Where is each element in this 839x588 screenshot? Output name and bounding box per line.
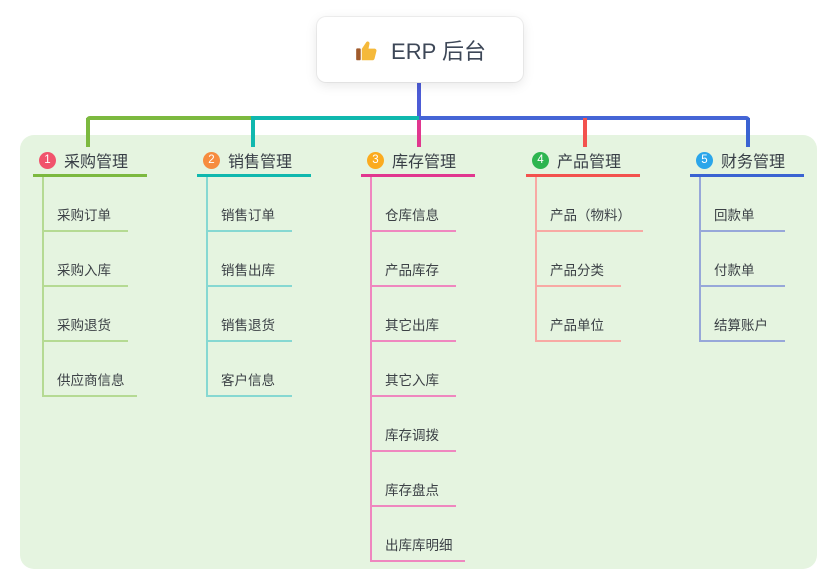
branch-node-inventory[interactable]: 3 库存管理 <box>361 146 475 177</box>
branch-node-purchase[interactable]: 1 采购管理 <box>33 146 147 177</box>
branch-purchase: 1 采购管理 采购订单 采购入库 采购退货 供应商信息 <box>33 146 147 397</box>
child-label: 采购入库 <box>57 263 111 278</box>
child-node[interactable]: 销售出库 <box>208 232 292 287</box>
child-label: 销售退货 <box>221 318 275 333</box>
connector-drop-branch4 <box>583 118 587 147</box>
child-node[interactable]: 销售订单 <box>208 177 292 232</box>
connector-bus-left-inner <box>251 116 419 120</box>
branch-product: 4 产品管理 产品（物料） 产品分类 产品单位 <box>526 146 643 342</box>
child-label: 其它出库 <box>385 318 439 333</box>
branch-node-sales[interactable]: 2 销售管理 <box>197 146 311 177</box>
child-node[interactable]: 采购入库 <box>44 232 128 287</box>
branch-inventory: 3 库存管理 仓库信息 产品库存 其它出库 其它入库 库存调拨 库存盘点 出库库… <box>361 146 475 562</box>
child-label: 库存调拨 <box>385 428 439 443</box>
child-node[interactable]: 付款单 <box>701 232 785 287</box>
branch-children: 销售订单 销售出库 销售退货 客户信息 <box>206 177 292 397</box>
branch-number-badge: 5 <box>696 151 713 169</box>
child-label: 付款单 <box>714 263 755 278</box>
connector-bus-left-outer <box>86 116 255 120</box>
root-node[interactable]: ERP 后台 <box>317 17 523 82</box>
branch-number-badge: 4 <box>532 151 549 169</box>
child-label: 产品分类 <box>550 263 604 278</box>
child-node[interactable]: 产品（物料） <box>537 177 643 232</box>
child-node[interactable]: 产品单位 <box>537 287 621 342</box>
child-node[interactable]: 仓库信息 <box>372 177 456 232</box>
branches-panel <box>20 135 817 569</box>
child-label: 产品库存 <box>385 263 439 278</box>
branch-number-badge: 3 <box>367 151 384 169</box>
child-node[interactable]: 产品库存 <box>372 232 456 287</box>
child-label: 产品单位 <box>550 318 604 333</box>
branch-children: 产品（物料） 产品分类 产品单位 <box>535 177 643 342</box>
child-label: 出库库明细 <box>385 538 453 553</box>
connector-drop-branch3 <box>417 120 421 147</box>
child-node[interactable]: 客户信息 <box>208 342 292 397</box>
child-node[interactable]: 供应商信息 <box>44 342 137 397</box>
branch-label: 采购管理 <box>64 154 129 171</box>
connector-drop-branch1 <box>86 118 90 147</box>
child-label: 供应商信息 <box>57 373 125 388</box>
child-label: 仓库信息 <box>385 208 439 223</box>
connector-root-vertical <box>417 81 421 120</box>
child-label: 采购订单 <box>57 208 111 223</box>
branch-finance: 5 财务管理 回款单 付款单 结算账户 <box>690 146 804 342</box>
child-node[interactable]: 库存调拨 <box>372 397 456 452</box>
branch-node-finance[interactable]: 5 财务管理 <box>690 146 804 177</box>
branch-children: 采购订单 采购入库 采购退货 供应商信息 <box>42 177 137 397</box>
child-node[interactable]: 回款单 <box>701 177 785 232</box>
branch-sales: 2 销售管理 销售订单 销售出库 销售退货 客户信息 <box>197 146 311 397</box>
branch-label: 销售管理 <box>228 154 293 171</box>
child-node[interactable]: 采购退货 <box>44 287 128 342</box>
child-label: 销售出库 <box>221 263 275 278</box>
child-label: 产品（物料） <box>550 208 631 223</box>
child-node[interactable]: 出库库明细 <box>372 507 465 562</box>
branch-number-badge: 2 <box>203 151 220 169</box>
child-label: 客户信息 <box>221 373 275 388</box>
branch-children: 仓库信息 产品库存 其它出库 其它入库 库存调拨 库存盘点 出库库明细 <box>370 177 465 562</box>
child-node[interactable]: 其它入库 <box>372 342 456 397</box>
connector-drop-branch2 <box>251 118 255 147</box>
branch-label: 库存管理 <box>392 154 457 171</box>
branch-number-badge: 1 <box>39 151 56 169</box>
child-label: 其它入库 <box>385 373 439 388</box>
thumbs-up-icon <box>356 41 377 60</box>
child-label: 回款单 <box>714 208 755 223</box>
child-node[interactable]: 其它出库 <box>372 287 456 342</box>
child-node[interactable]: 采购订单 <box>44 177 128 232</box>
root-label: ERP 后台 <box>391 38 486 64</box>
branch-node-product[interactable]: 4 产品管理 <box>526 146 640 177</box>
connector-drop-branch5 <box>746 118 750 147</box>
branch-label: 财务管理 <box>721 154 786 171</box>
child-node[interactable]: 产品分类 <box>537 232 621 287</box>
child-label: 销售订单 <box>221 208 275 223</box>
child-node[interactable]: 结算账户 <box>701 287 785 342</box>
child-label: 库存盘点 <box>385 483 439 498</box>
child-label: 结算账户 <box>714 318 768 333</box>
child-node[interactable]: 库存盘点 <box>372 452 456 507</box>
child-node[interactable]: 销售退货 <box>208 287 292 342</box>
child-label: 采购退货 <box>57 318 111 333</box>
branch-children: 回款单 付款单 结算账户 <box>699 177 785 342</box>
branch-label: 产品管理 <box>557 154 622 171</box>
